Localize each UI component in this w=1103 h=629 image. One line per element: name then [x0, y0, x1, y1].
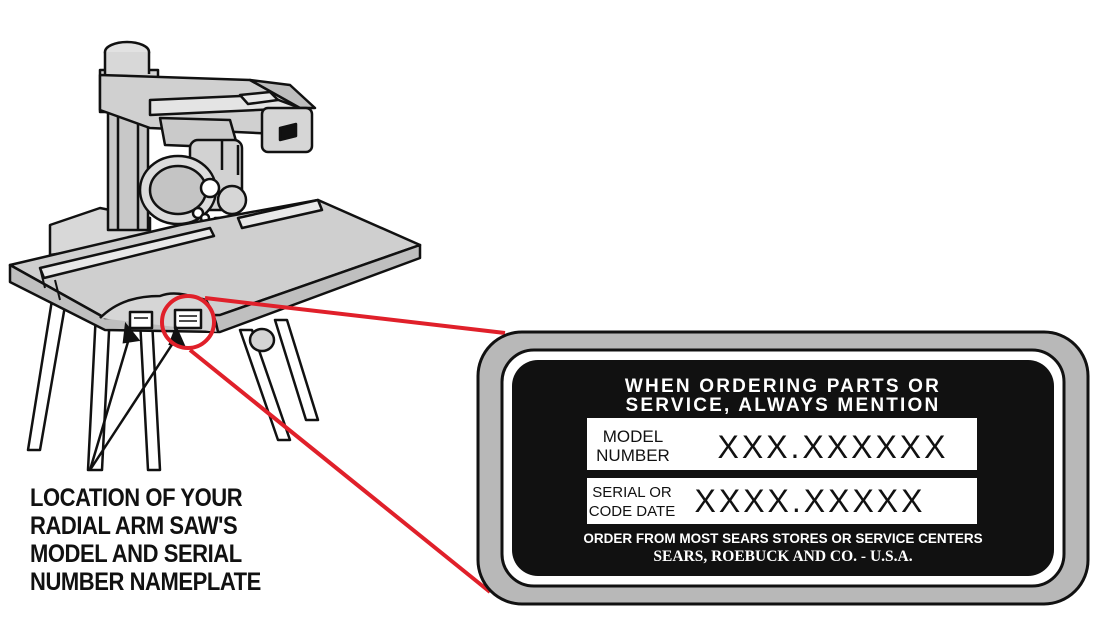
- nameplate: WHEN ORDERING PARTS OR SERVICE, ALWAYS M…: [476, 330, 1090, 606]
- nameplate-header-line1: WHEN ORDERING PARTS OR: [625, 376, 941, 397]
- callout-circle: [160, 294, 216, 350]
- callout-lines: [188, 296, 506, 594]
- model-label-line2: NUMBER: [596, 446, 670, 465]
- model-number-box: [587, 418, 977, 470]
- nameplate-footer-line2: SEARS, ROEBUCK AND CO. - U.S.A.: [653, 548, 912, 565]
- nameplate-location-caption: LOCATION OF YOUR RADIAL ARM SAW'S MODEL …: [30, 484, 294, 596]
- caption-line-3: MODEL AND SERIAL: [30, 540, 242, 568]
- saw-table: [8, 198, 422, 353]
- saw-arm: [98, 73, 317, 154]
- serial-number-box: [587, 478, 977, 524]
- model-number-value: XXX.XXXXXX: [718, 429, 949, 465]
- nameplate-footer-line1: ORDER FROM MOST SEARS STORES OR SERVICE …: [583, 531, 982, 546]
- caption-line-1: LOCATION OF YOUR: [30, 484, 243, 512]
- serial-label-line2: CODE DATE: [589, 503, 675, 520]
- radial-arm-saw-illustration: [8, 40, 422, 472]
- serial-number-value: XXXX.XXXXX: [695, 483, 926, 519]
- serial-label-line1: SERIAL OR: [592, 484, 672, 501]
- caption-line-2: RADIAL ARM SAW'S: [30, 512, 238, 540]
- caption-line-4: NUMBER NAMEPLATE: [30, 568, 261, 596]
- nameplate-header-line2: SERVICE, ALWAYS MENTION: [626, 395, 941, 416]
- model-label-line1: MODEL: [603, 427, 663, 446]
